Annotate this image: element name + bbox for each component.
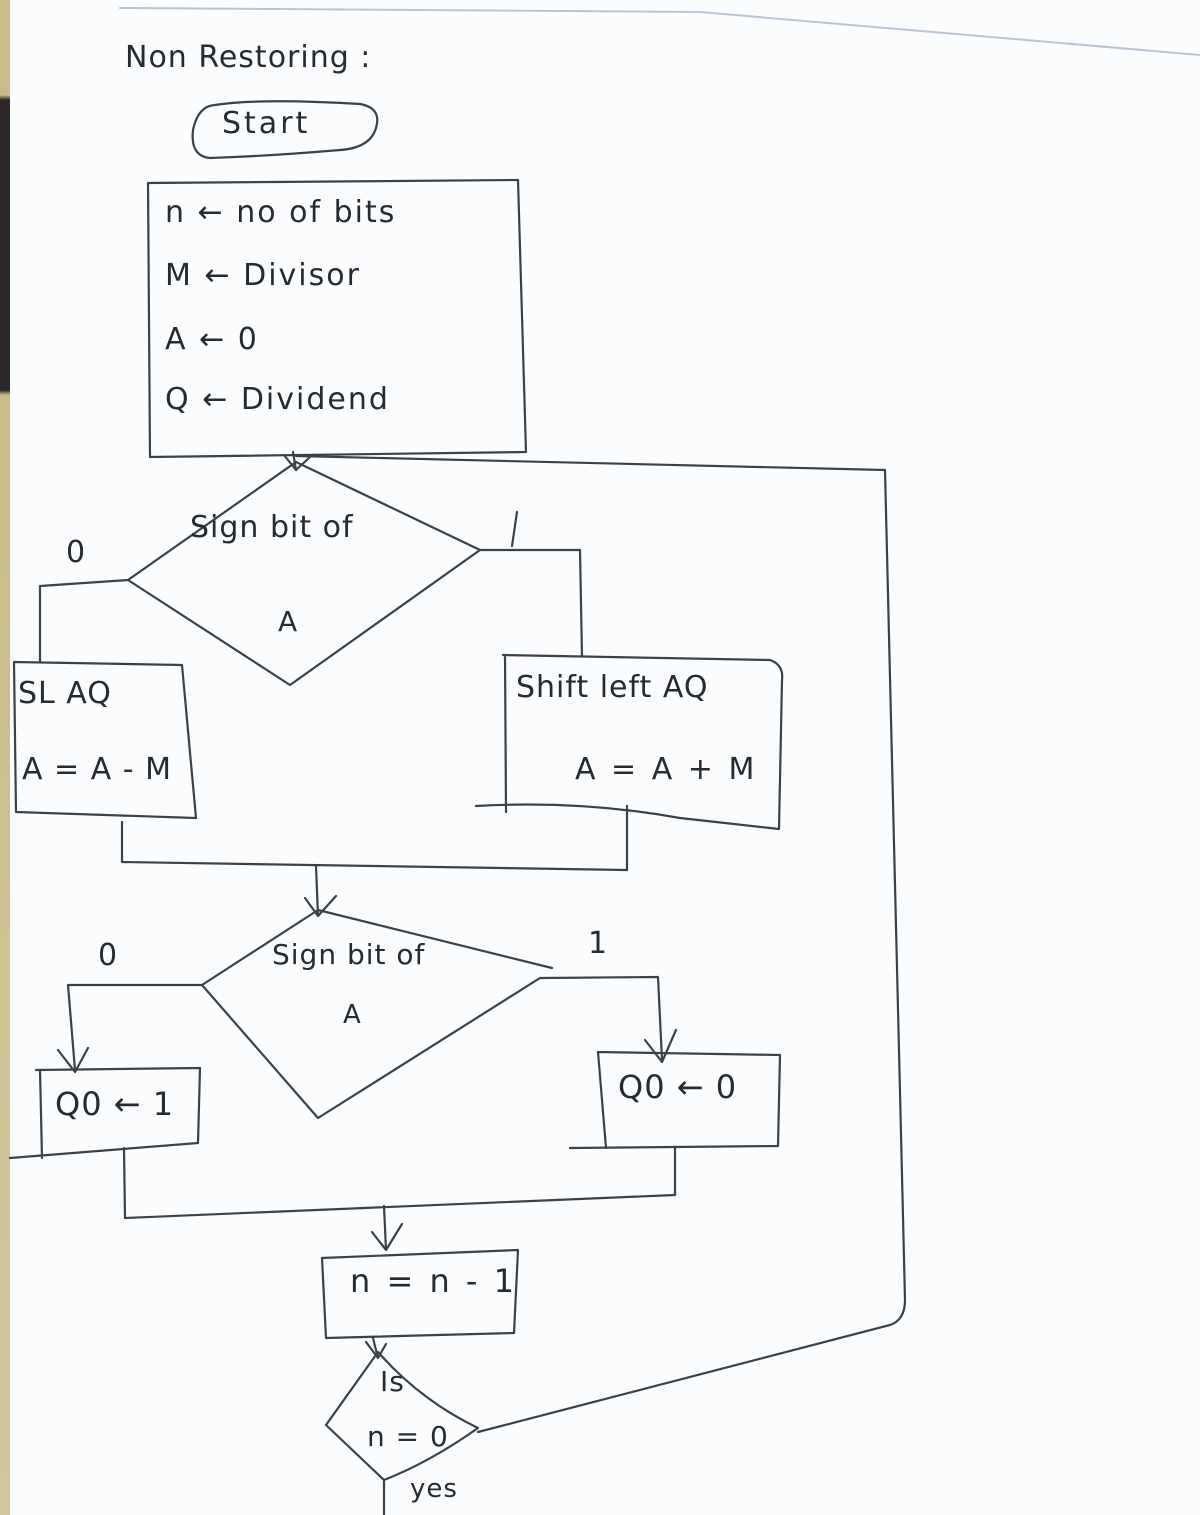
decision2-branch0-line: [56, 983, 204, 1074]
decrement-text: n = n - 1: [350, 1262, 517, 1300]
yes-label: yes: [410, 1474, 458, 1504]
box-shift-left: [474, 653, 784, 831]
q0-set-0-text: Q0 ← 0: [618, 1068, 738, 1106]
decision1-diamond: [126, 460, 482, 687]
decision1-text: Sign bit of: [190, 510, 354, 545]
decision2-text: Sign bit of: [272, 938, 426, 971]
merge-line-2: [122, 1145, 677, 1220]
box-decrement: [320, 1248, 520, 1340]
init-line-a: A ← 0: [165, 322, 259, 357]
decision3-diamond: [324, 1350, 480, 1482]
decision3-text-is: Is: [380, 1365, 405, 1398]
decision1-branch1-line: [478, 548, 584, 658]
start-label: Start: [222, 106, 311, 141]
a-minus-m-text: A = A - M: [22, 752, 173, 787]
decision2-branch1-label: 1: [588, 926, 609, 961]
start-terminal: [191, 100, 379, 160]
decision2-branch0-label: 0: [98, 938, 119, 973]
decision1-branch0-line: [38, 578, 130, 664]
decision2-diamond: [200, 908, 554, 1120]
decision2-text-a: A: [343, 1000, 362, 1030]
photo-edge: [0, 0, 10, 1515]
arrow-init-to-decision1: [282, 450, 312, 472]
diagram-title: Non Restoring :: [125, 40, 372, 75]
branch1-tick: [510, 510, 519, 548]
decision2-branch1-line: [538, 975, 678, 1064]
box-q0-1: [8, 1066, 202, 1160]
init-line-n: n ← no of bits: [165, 195, 397, 230]
arrow-to-decrement: [370, 1204, 404, 1252]
box-sl-aq: [12, 660, 198, 820]
merge-line-1: [120, 804, 629, 872]
decision3-text-n0: n = 0: [367, 1420, 449, 1453]
init-block: [146, 178, 528, 459]
shift-left-text: Shift left AQ: [516, 670, 709, 705]
sl-aq-text: SL AQ: [18, 676, 112, 711]
decision1-text-a: A: [278, 605, 299, 638]
loop-back-line: [294, 454, 907, 1434]
init-line-q: Q ← Dividend: [165, 382, 390, 417]
init-line-m: M ← Divisor: [165, 258, 361, 293]
a-plus-m-text: A = A + M: [575, 752, 758, 787]
paper-top-edge: [119, 7, 1200, 56]
decision1-branch0-label: 0: [66, 535, 87, 570]
arrow-to-decision2: [303, 864, 338, 918]
q0-set-1-text: Q0 ← 1: [55, 1085, 175, 1123]
